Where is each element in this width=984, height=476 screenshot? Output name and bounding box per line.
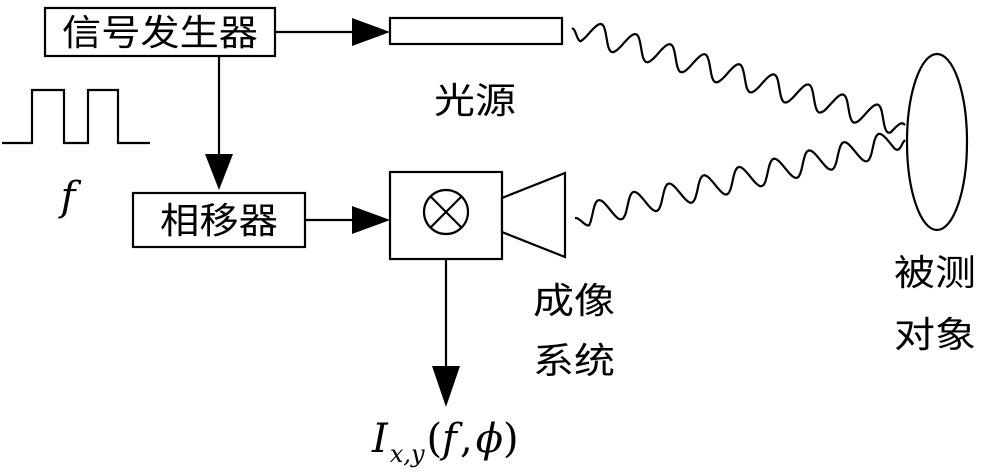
light-source-label: 光源 xyxy=(434,81,516,122)
signal-generator-label: 信号发生器 xyxy=(62,13,258,54)
phase-shifter-block: 相移器 xyxy=(133,193,305,247)
phase-shifter-label: 相移器 xyxy=(160,201,278,242)
imaging-system-label-line1: 成像 xyxy=(533,281,615,322)
frequency-symbol: f xyxy=(58,174,82,220)
intensity-subscript: x,y xyxy=(390,440,425,468)
object-label-line1: 被测 xyxy=(894,253,976,294)
arrow-generator-to-phase-shifter xyxy=(205,56,233,190)
object-ellipse xyxy=(907,54,967,230)
signal-generator-block: 信号发生器 xyxy=(45,8,275,56)
emitted-light-wave xyxy=(572,24,905,133)
intensity-symbol: I xyxy=(371,416,389,462)
output-formula: Ix,y(f,ϕ) xyxy=(371,416,519,468)
arrow-output xyxy=(432,259,460,407)
arrow-phase-shifter-to-imaging xyxy=(305,206,390,234)
paren-open: ( xyxy=(427,416,443,462)
square-wave-icon xyxy=(2,90,150,143)
lens-icon xyxy=(502,173,565,257)
arg-phase: ϕ xyxy=(476,416,503,462)
paren-close: ) xyxy=(503,416,519,462)
light-source-bar xyxy=(390,18,562,44)
arrow-generator-to-light-source xyxy=(275,18,390,46)
imaging-system-label-line2: 系统 xyxy=(533,341,615,382)
imaging-system xyxy=(390,172,565,259)
object-label-line2: 对象 xyxy=(894,315,976,356)
reflected-light-wave xyxy=(575,134,905,226)
arg-separator: , xyxy=(460,416,473,462)
mixer-box xyxy=(390,172,502,259)
